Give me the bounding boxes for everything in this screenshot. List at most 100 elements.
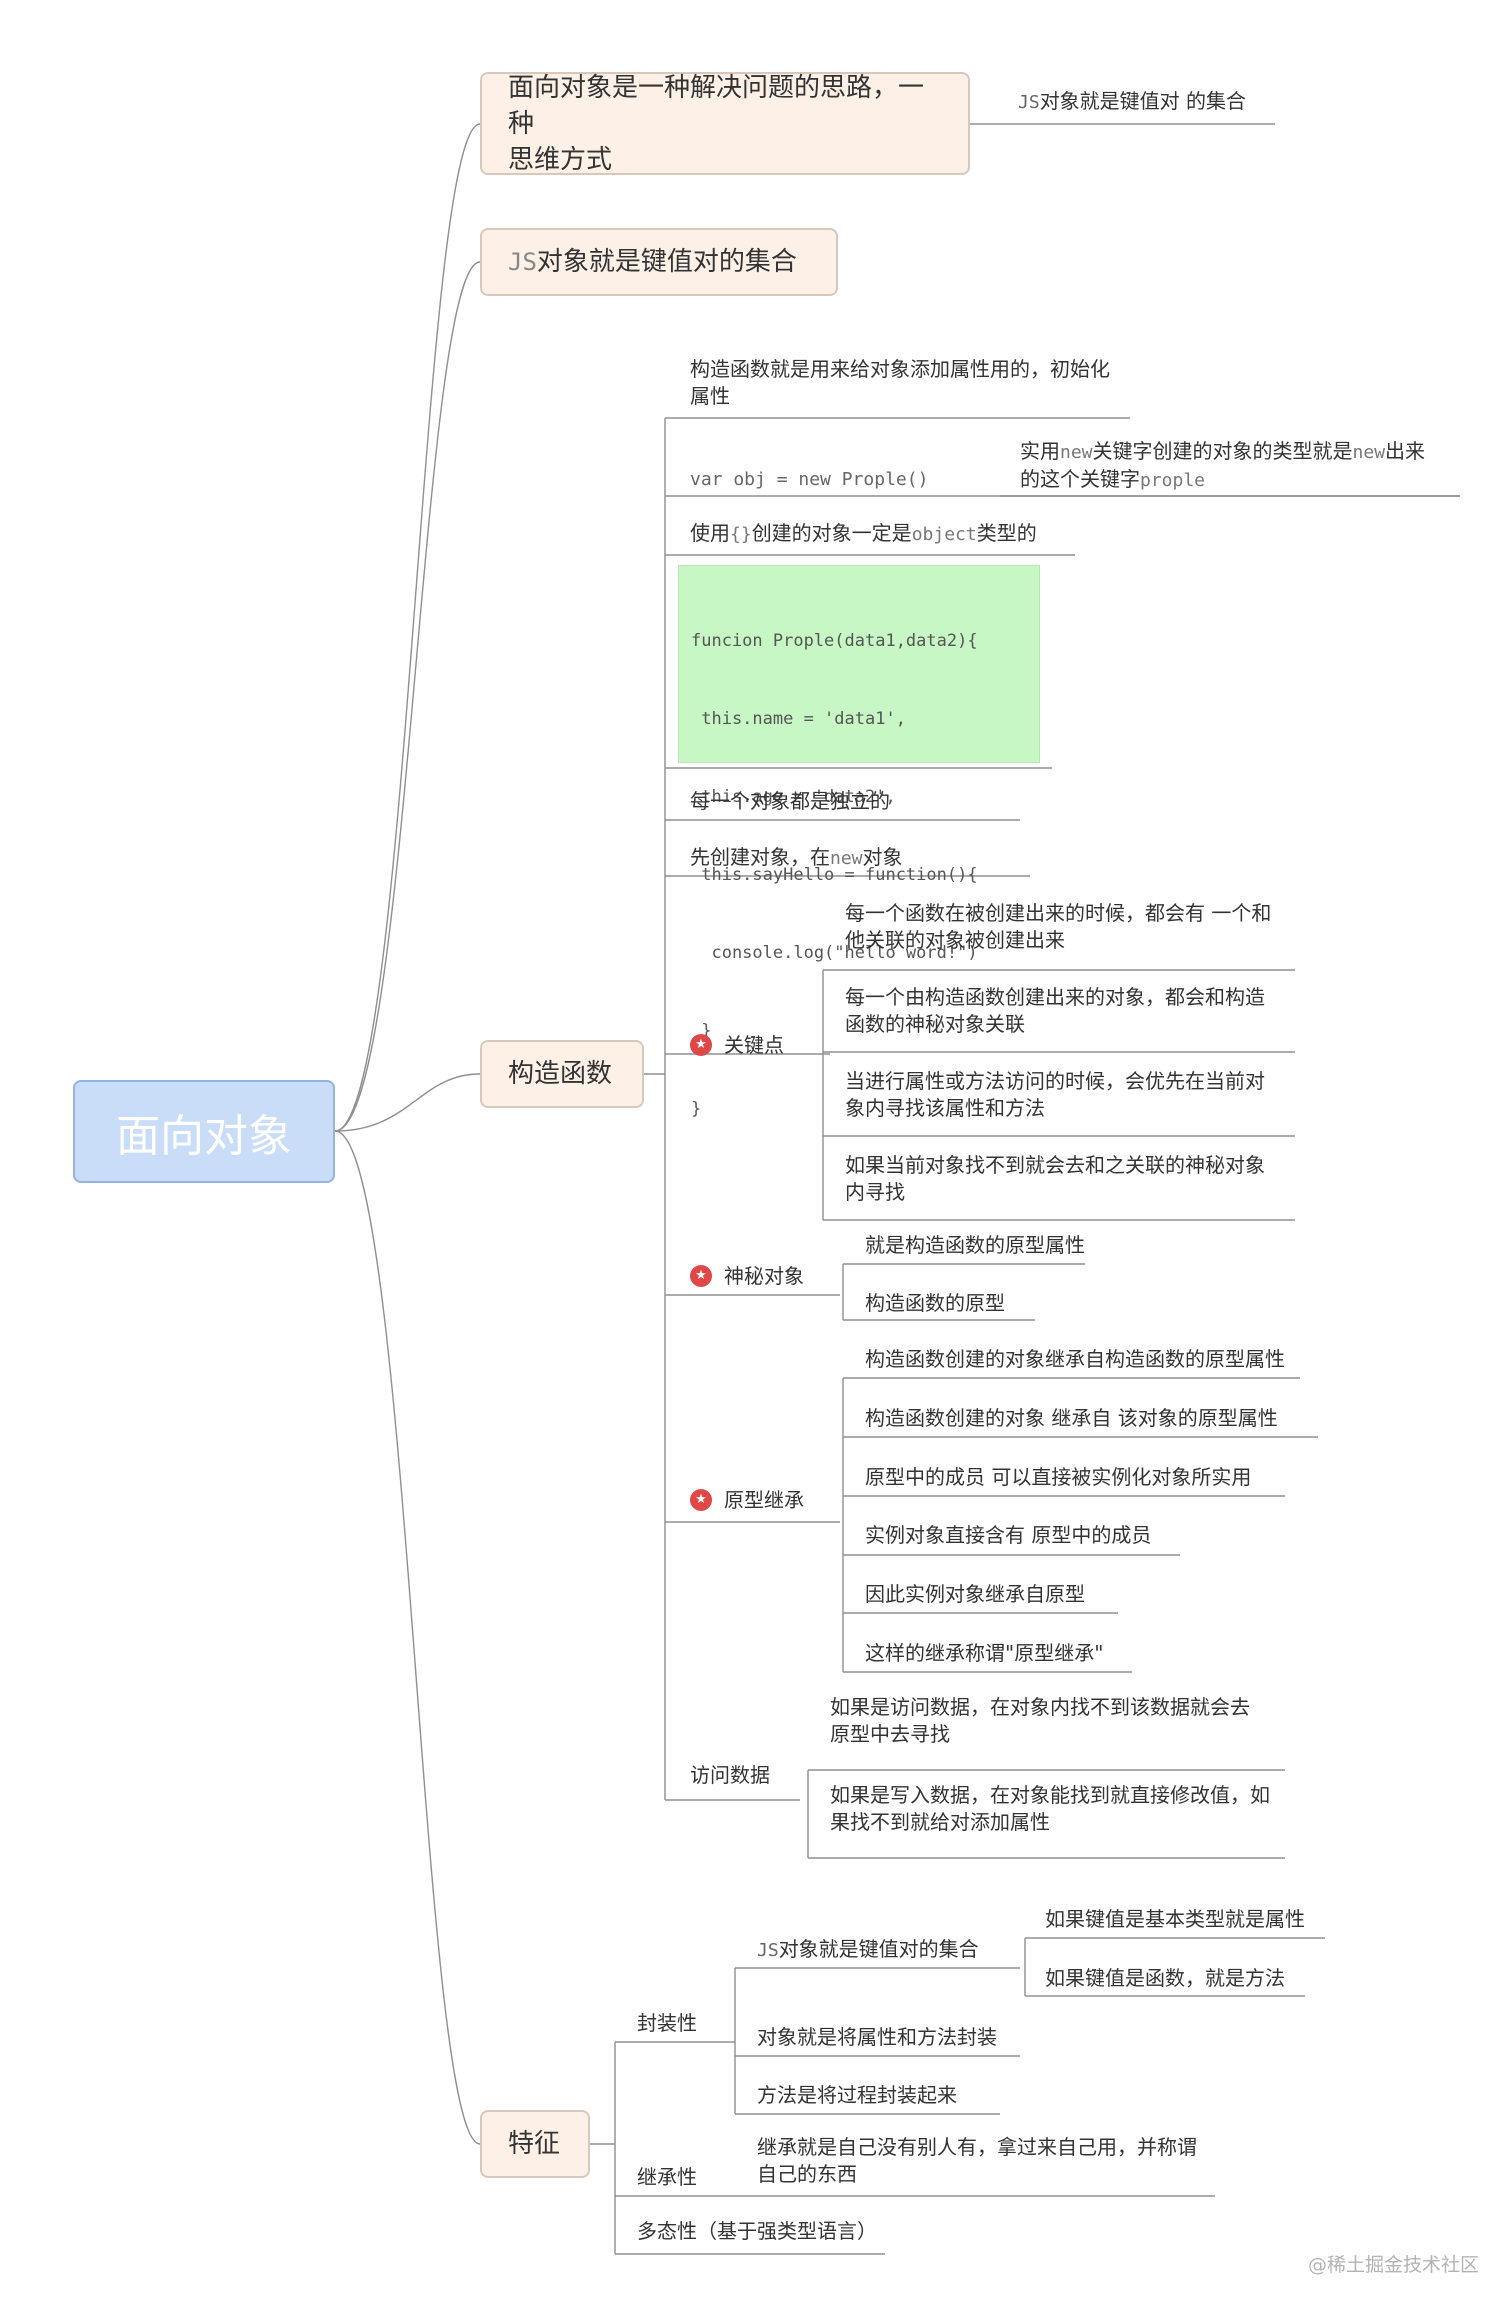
access-item[interactable]: 如果是写入数据，在对象能找到就直接修改值，如 果找不到就给对添加属性	[830, 1782, 1270, 1836]
idea-child[interactable]: JS对象就是键值对 的集合	[1018, 88, 1246, 116]
note-b: new	[1060, 442, 1093, 463]
access-item[interactable]: 如果是访问数据，在对象内找不到该数据就会去 原型中去寻找	[830, 1694, 1250, 1748]
mystery-item[interactable]: 就是构造函数的原型属性	[865, 1233, 1085, 1257]
encapsulation-label[interactable]: 封装性	[637, 2011, 697, 2035]
code-line: }	[691, 1099, 702, 1119]
access-line2: 果找不到就给对添加属性	[830, 1810, 1050, 1834]
proto-item[interactable]: 构造函数创建的对象 继承自 该对象的原型属性	[865, 1406, 1278, 1430]
code-line: }	[691, 1021, 712, 1041]
watermark: @稀土掘金技术社区	[1308, 2254, 1480, 2276]
new-type-note-line1: 实用new关键字创建的对象的类型就是new出来	[1020, 438, 1425, 466]
code-line: this.sayHello = function(){	[691, 865, 978, 885]
braces-e: 类型的	[976, 521, 1037, 545]
note-a: 实用	[1020, 439, 1060, 463]
braces-d: object	[911, 524, 977, 545]
root-connector	[334, 123, 481, 1132]
access-line2: 原型中去寻找	[830, 1722, 950, 1746]
braces-c: 创建的对象一定是	[751, 521, 912, 545]
encap-kv-prefix: JS	[757, 1940, 779, 1961]
order-node[interactable]: 先创建对象，在new对象	[690, 844, 903, 872]
idea-child-text: 对象就是键值对 的集合	[1039, 89, 1247, 113]
braces-b: {}	[730, 524, 752, 545]
purpose-node[interactable]: 构造函数就是用来给对象添加属性用的，初始化 属性	[690, 356, 1110, 410]
note-f: 的这个关键字	[1020, 467, 1140, 491]
order-b: new	[830, 848, 863, 869]
access-label[interactable]: 访问数据	[690, 1763, 770, 1787]
inheritance-label[interactable]: 继承性	[637, 2165, 697, 2189]
proto-item[interactable]: 这样的继承称谓"原型继承"	[865, 1641, 1104, 1665]
branch-constructor-label: 构造函数	[508, 1059, 613, 1089]
root-connector	[334, 1073, 481, 1132]
idea-child-prefix: JS	[1018, 92, 1040, 113]
inheritance-line2: 自己的东西	[757, 2162, 857, 2186]
proto-item[interactable]: 实例对象直接含有 原型中的成员	[865, 1523, 1152, 1547]
star-icon: ★	[690, 1489, 712, 1511]
key-point-line1: 当进行属性或方法访问的时候，会优先在当前对	[845, 1069, 1265, 1093]
order-a: 先创建对象，在	[690, 845, 830, 869]
key-point-item[interactable]: 当进行属性或方法访问的时候，会优先在当前对 象内寻找该属性和方法	[845, 1068, 1265, 1122]
key-point-line1: 每一个由构造函数创建出来的对象，都会和构造	[845, 985, 1265, 1009]
star-icon: ★	[690, 1265, 712, 1287]
purpose-line2: 属性	[690, 384, 730, 408]
branch-kv-prefix: JS	[508, 248, 537, 276]
mystery-label[interactable]: 神秘对象	[724, 1264, 804, 1288]
encap-item[interactable]: 对象就是将属性和方法封装	[757, 2025, 997, 2049]
inheritance-desc[interactable]: 继承就是自己没有别人有，拿过来自己用，并称谓 自己的东西	[757, 2134, 1197, 2188]
proto-item[interactable]: 原型中的成员 可以直接被实例化对象所实用	[865, 1465, 1252, 1489]
mystery-item[interactable]: 构造函数的原型	[865, 1291, 1005, 1315]
purpose-line1: 构造函数就是用来给对象添加属性用的，初始化	[690, 357, 1110, 381]
note-d: new	[1352, 442, 1386, 463]
code-line: funcion Prople(data1,data2){	[691, 631, 978, 651]
branch-kv-text: 对象就是键值对的集合	[536, 247, 797, 277]
branch-features-label: 特征	[508, 2129, 561, 2159]
code-line: this.age = 'data2',	[691, 787, 896, 807]
encap-item[interactable]: 方法是将过程封装起来	[757, 2083, 957, 2107]
encap-kv-text: 对象就是键值对的集合	[778, 1937, 979, 1961]
proto-item[interactable]: 构造函数创建的对象继承自构造函数的原型属性	[865, 1347, 1285, 1371]
new-type-note-line2: 的这个关键字prople	[1020, 466, 1425, 494]
branch-idea-line2: 思维方式	[508, 144, 613, 175]
note-g: prople	[1140, 470, 1206, 491]
root-label: 面向对象	[116, 1110, 292, 1162]
proto-item[interactable]: 因此实例对象继承自原型	[865, 1582, 1085, 1606]
code-block[interactable]: funcion Prople(data1,data2){ this.name =…	[678, 565, 1040, 1119]
key-point-line2: 他关联的对象被创建出来	[845, 928, 1065, 952]
key-point-line2: 函数的神秘对象关联	[845, 1012, 1025, 1036]
branch-constructor[interactable]: 构造函数	[480, 1040, 644, 1108]
branch-features[interactable]: 特征	[480, 2110, 590, 2178]
access-line1: 如果是写入数据，在对象能找到就直接修改值，如	[830, 1783, 1270, 1807]
key-point-line1: 每一个函数在被创建出来的时候，都会有 一个和	[845, 901, 1272, 925]
braces-node[interactable]: 使用{}创建的对象一定是object类型的	[690, 520, 1037, 548]
branch-idea[interactable]: 面向对象是一种解决问题的思路，一种 思维方式	[480, 72, 970, 175]
note-c: 关键字创建的对象的类型就是	[1092, 439, 1353, 463]
key-point-item[interactable]: 如果当前对象找不到就会去和之关联的神秘对象 内寻找	[845, 1152, 1265, 1206]
star-icon: ★	[690, 1034, 712, 1056]
key-points-label[interactable]: 关键点	[724, 1033, 784, 1057]
key-point-item[interactable]: 每一个由构造函数创建出来的对象，都会和构造 函数的神秘对象关联	[845, 984, 1265, 1038]
branch-idea-line1: 面向对象是一种解决问题的思路，一种	[508, 72, 925, 139]
branch-idea-text: 面向对象是一种解决问题的思路，一种 思维方式	[508, 70, 942, 178]
order-c: 对象	[862, 845, 903, 869]
encap-kv-child[interactable]: 如果键值是函数，就是方法	[1045, 1966, 1285, 1990]
code-line: this.name = 'data1',	[691, 709, 906, 729]
encap-kv-child[interactable]: 如果键值是基本类型就是属性	[1045, 1907, 1305, 1931]
var-obj-node[interactable]: var obj = new Prople()	[690, 469, 929, 490]
new-type-note[interactable]: 实用new关键字创建的对象的类型就是new出来 的这个关键字prople	[1020, 438, 1425, 494]
root-node[interactable]: 面向对象	[73, 1080, 335, 1183]
key-point-line1: 如果当前对象找不到就会去和之关联的神秘对象	[845, 1153, 1265, 1177]
inheritance-line1: 继承就是自己没有别人有，拿过来自己用，并称谓	[757, 2135, 1197, 2159]
note-e: 出来	[1385, 439, 1426, 463]
independent-node[interactable]: 每一个对象都是独立的	[690, 789, 890, 813]
braces-a: 使用	[690, 521, 730, 545]
key-point-line2: 象内寻找该属性和方法	[845, 1096, 1045, 1120]
key-point-line2: 内寻找	[845, 1180, 905, 1204]
root-connector	[334, 1130, 481, 2145]
polymorphism-node[interactable]: 多态性（基于强类型语言）	[637, 2219, 877, 2243]
encap-kv-node[interactable]: JS对象就是键值对的集合	[757, 1936, 979, 1964]
proto-label[interactable]: 原型继承	[724, 1488, 804, 1512]
access-line1: 如果是访问数据，在对象内找不到该数据就会去	[830, 1695, 1250, 1719]
key-point-item[interactable]: 每一个函数在被创建出来的时候，都会有 一个和 他关联的对象被创建出来	[845, 900, 1271, 954]
